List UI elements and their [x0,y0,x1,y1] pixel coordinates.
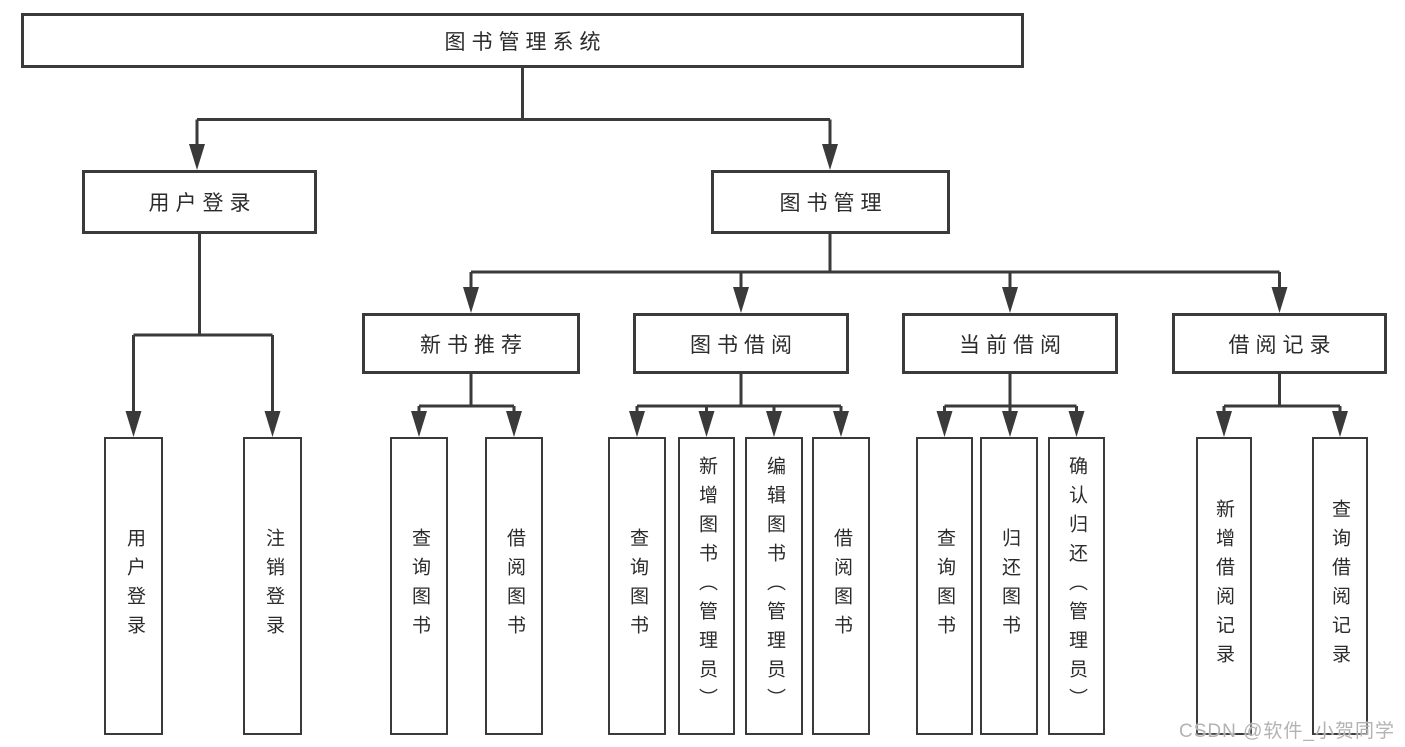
connector-book-borrow-to-leaves [635,374,843,417]
connector-book-mgmt-to-level3 [469,234,1281,293]
node-user-login: 用户登录 [82,170,317,234]
leaf-logout: 注销登录 [243,437,302,735]
leaf-edit-books-admin: 编辑图书（管理员） [745,437,803,735]
node-new-book-recommend: 新书推荐 [362,313,580,374]
leaf-user-login: 用户登录 [104,437,163,735]
leaf-query-borrow-record: 查询借阅记录 [1312,437,1368,735]
node-borrowing-records: 借阅记录 [1172,313,1387,374]
leaf-query-books-recommend: 查询图书 [390,437,448,735]
leaf-add-borrow-record: 新增借阅记录 [1196,437,1252,735]
node-book-management: 图书管理 [711,170,950,234]
leaf-add-books-admin: 新增图书（管理员） [678,437,735,735]
connector-current-borrow-to-leaves [943,374,1078,417]
node-current-borrowing: 当前借阅 [902,313,1118,374]
leaf-borrow-books-borrowing: 借阅图书 [812,437,870,735]
leaf-confirm-return-admin: 确认归还（管理员） [1048,437,1105,735]
leaf-borrow-books-recommend: 借阅图书 [485,437,543,735]
csdn-watermark: CSDN @软件_小贺同学 [1179,721,1395,742]
leaf-query-books-borrowing: 查询图书 [608,437,666,735]
leaf-return-books: 归还图书 [980,437,1038,735]
node-book-borrowing: 图书借阅 [633,313,849,374]
connector-root-to-level2 [195,68,832,150]
connector-new-book-to-leaves [417,374,516,417]
arrowheads [125,144,1348,437]
connector-user-login-to-leaves [132,234,274,417]
leaf-query-books-current: 查询图书 [916,437,973,735]
node-library-system: 图书管理系统 [21,13,1024,68]
connector-records-to-leaves [1222,374,1342,417]
